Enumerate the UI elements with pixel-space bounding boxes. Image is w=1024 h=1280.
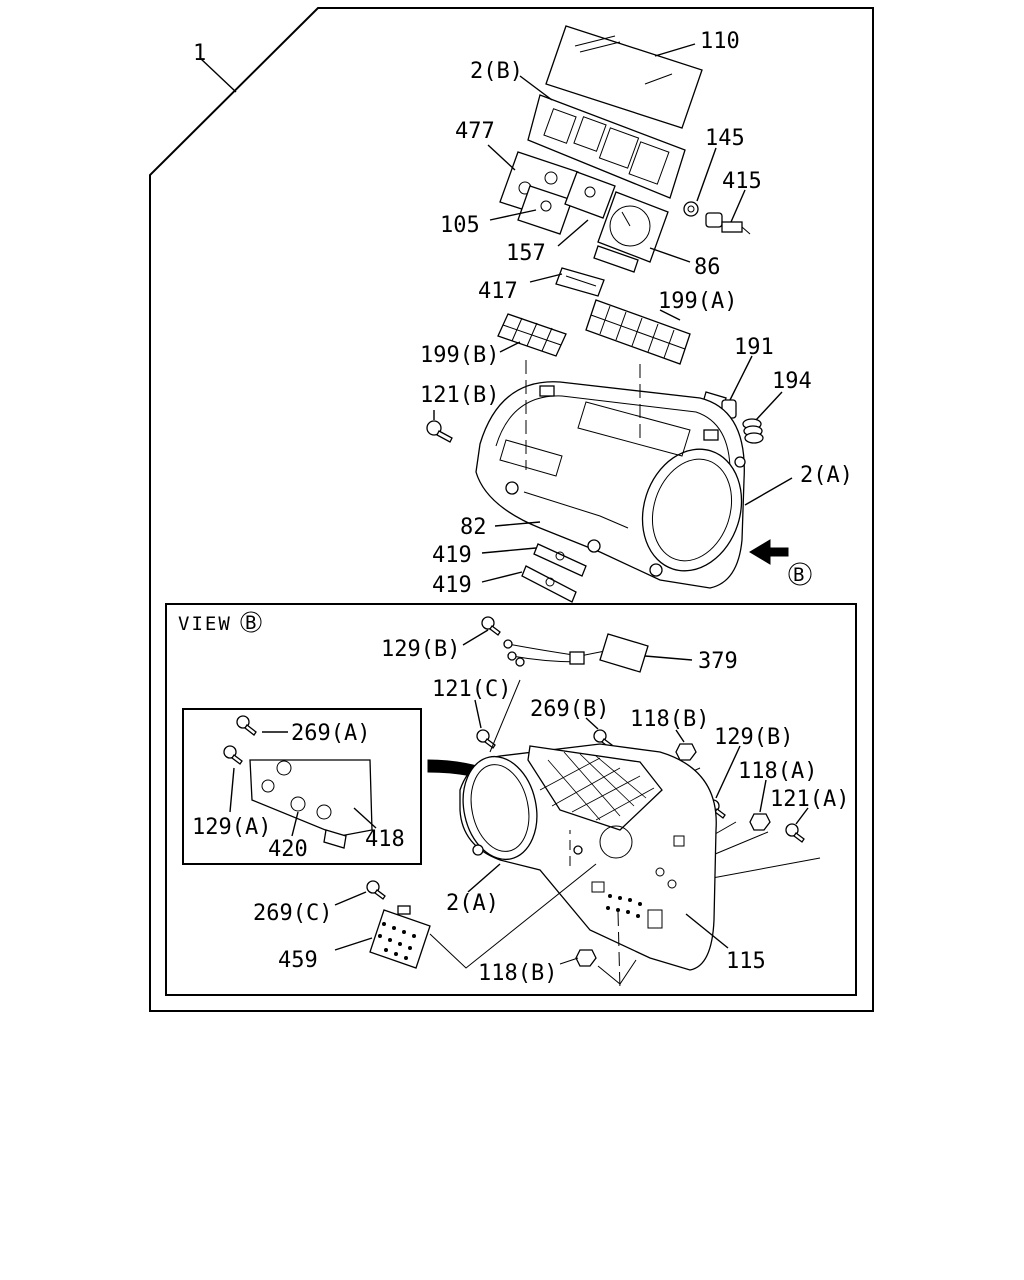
gauge-157-part [564,171,616,219]
callout-419-lower: 419 [432,573,472,598]
callout-121a: 121(A) [770,787,849,812]
screw-129a-part [223,745,243,765]
callout-145: 145 [705,126,745,151]
view-b-marker: B [245,612,258,634]
callout-194: 194 [772,369,812,394]
callout-459: 459 [278,948,318,973]
callout-2a-top: 2(A) [800,463,853,488]
callout-110: 110 [700,29,740,54]
view-b-frame [165,603,857,996]
indicator-panel-199b-part [497,313,567,357]
callout-86: 86 [694,255,721,280]
spring-194-part [742,418,764,444]
screw-269a-part [236,715,257,736]
harness-379-part [503,633,649,673]
callout-269c: 269(C) [253,901,332,926]
speedometer-part [593,191,669,273]
assembly-number-label: 1 [193,41,206,66]
cluster-housing-2a-part [475,381,746,589]
screw-269c-part [366,880,386,900]
nut-118b-upper-part [675,743,697,761]
callout-419-upper: 419 [432,543,472,568]
callout-115: 115 [726,949,766,974]
screw-121b-part [426,420,453,443]
callout-105: 105 [440,213,480,238]
callout-199b: 199(B) [420,343,499,368]
callout-121c: 121(C) [432,677,511,702]
callout-129b-right: 129(B) [714,725,793,750]
nut-118b-lower-part [575,949,597,967]
callout-129a: 129(A) [192,815,271,840]
screw-269b-part [593,729,613,749]
callout-118b-lower: 118(B) [478,961,557,986]
view-b-title: VIEW [178,613,232,635]
callout-118b-upper: 118(B) [630,707,709,732]
callout-191: 191 [734,335,774,360]
view-direction-arrow [749,539,789,565]
bracket-418-part [249,759,373,849]
assembly-frame [149,7,874,1012]
clip-419-lower-part [521,565,577,603]
indicator-panel-199a-part [585,299,691,365]
cluster-housing-rear-part [459,743,717,971]
connector-417-part [555,267,605,297]
callout-82: 82 [460,515,487,540]
bezel-part [527,94,686,199]
callout-477: 477 [455,119,495,144]
screw-121a-part [785,823,805,843]
callout-2b: 2(B) [470,59,523,84]
callout-129b-upper: 129(B) [381,637,460,662]
callout-118a: 118(A) [738,759,817,784]
callout-199a: 199(A) [658,289,737,314]
view-arrow-marker: B [793,564,806,586]
screw-121c-part [476,729,496,749]
callout-269b: 269(B) [530,697,609,722]
gauge-105-part [517,185,573,235]
screw-129b-upper-part [481,616,501,636]
clip-419-upper-part [533,543,587,577]
callout-269a: 269(A) [291,721,370,746]
callout-121b: 121(B) [420,383,499,408]
callout-415: 415 [722,169,762,194]
callout-420: 420 [268,837,308,862]
connector-459-part [369,905,431,969]
callout-157: 157 [506,241,546,266]
inset-detail-frame [182,708,422,865]
bulb-145-part [683,201,699,217]
callout-2a-view: 2(A) [446,891,499,916]
nut-118a-part [749,813,771,831]
callout-418: 418 [365,827,405,852]
callout-417: 417 [478,279,518,304]
callout-379: 379 [698,649,738,674]
bulb-socket-415-part [705,212,751,235]
